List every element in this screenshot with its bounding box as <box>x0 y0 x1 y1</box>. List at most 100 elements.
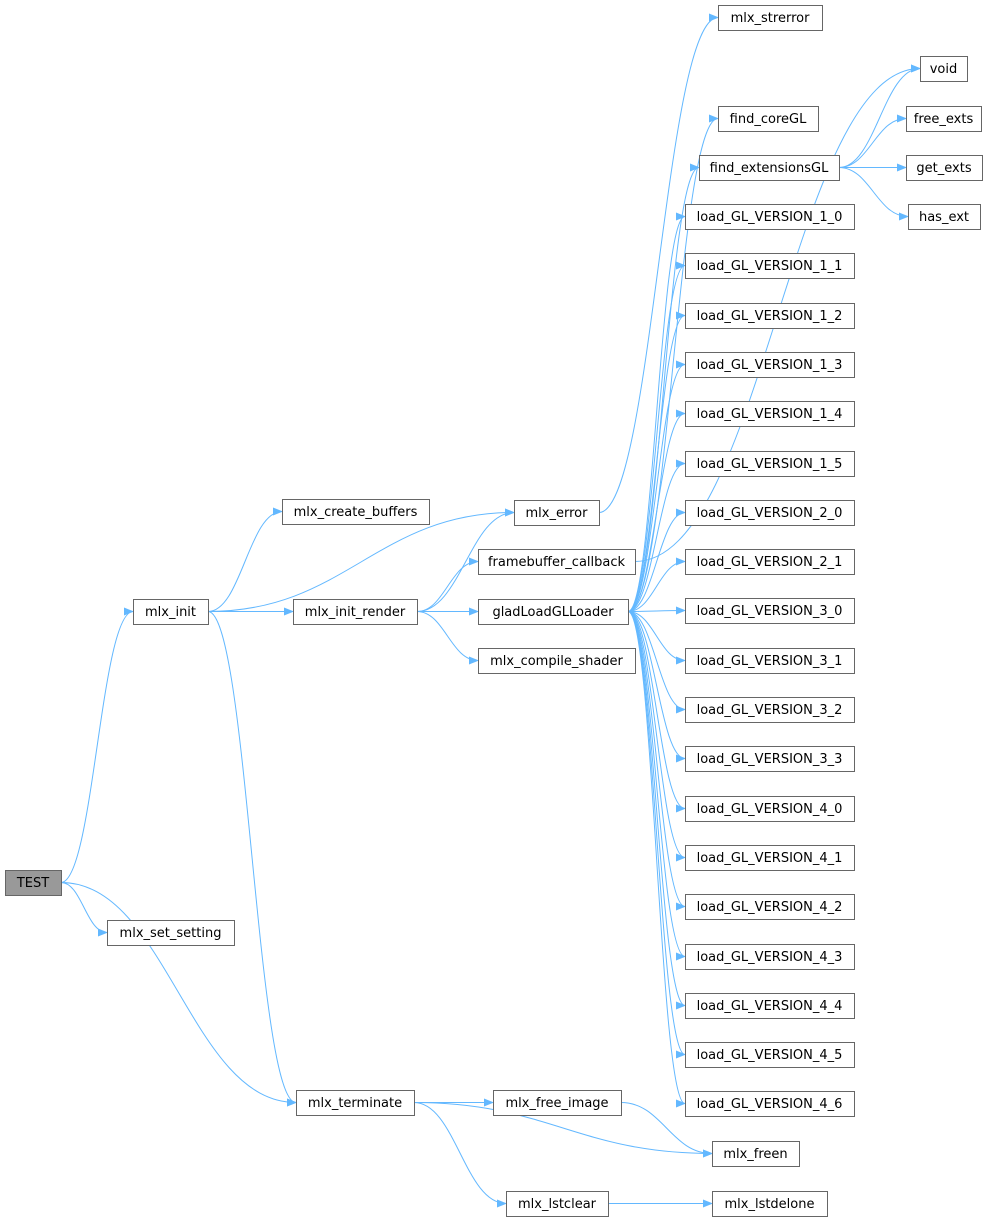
node-load-gl-version-4-4[interactable]: load_GL_VERSION_4_4 <box>685 993 855 1019</box>
node-label: find_extensionsGL <box>710 161 829 176</box>
node-load-gl-version-3-2[interactable]: load_GL_VERSION_3_2 <box>685 697 855 723</box>
node-load-gl-version-4-6[interactable]: load_GL_VERSION_4_6 <box>685 1091 855 1117</box>
node-label: load_GL_VERSION_1_0 <box>697 210 843 225</box>
node-box <box>293 599 418 625</box>
node-mlx-terminate[interactable]: mlx_terminate <box>296 1090 415 1116</box>
node-has-ext[interactable]: has_ext <box>908 204 981 230</box>
node-box <box>685 451 855 477</box>
node-box <box>906 106 982 132</box>
node-load-gl-version-4-1[interactable]: load_GL_VERSION_4_1 <box>685 845 855 871</box>
node-box <box>296 1090 415 1116</box>
node-label: mlx_create_buffers <box>294 505 418 520</box>
node-load-gl-version-2-1[interactable]: load_GL_VERSION_2_1 <box>685 549 855 575</box>
node-label: load_GL_VERSION_3_0 <box>697 604 843 619</box>
node-void[interactable]: void <box>920 56 968 82</box>
edge-mlx-init-render-to-mlx-compile-shader <box>416 611 479 665</box>
node-label: load_GL_VERSION_4_3 <box>697 950 843 965</box>
node-gladloadglloader[interactable]: gladLoadGLLoader <box>478 599 629 625</box>
node-label: mlx_lstclear <box>518 1197 597 1212</box>
node-free-exts[interactable]: free_exts <box>906 106 982 132</box>
node-load-gl-version-3-1[interactable]: load_GL_VERSION_3_1 <box>685 648 855 674</box>
edge-gladloadglloader-to-v2-1 <box>627 557 686 612</box>
node-label: mlx_set_setting <box>120 926 222 941</box>
node-label: mlx_lstdelone <box>724 1197 814 1212</box>
node-label: load_GL_VERSION_1_4 <box>697 407 843 422</box>
node-box <box>718 5 823 31</box>
node-box <box>685 796 855 822</box>
node-test[interactable]: TEST <box>5 870 62 896</box>
node-load-gl-version-4-3[interactable]: load_GL_VERSION_4_3 <box>685 944 855 970</box>
node-mlx-error[interactable]: mlx_error <box>514 500 600 526</box>
node-label: load_GL_VERSION_1_3 <box>697 358 843 373</box>
node-find-coregl[interactable]: find_coreGL <box>718 106 819 132</box>
edge-gladloadglloader-to-v4-5 <box>627 611 686 1059</box>
node-box <box>685 204 855 230</box>
node-load-gl-version-1-2[interactable]: load_GL_VERSION_1_2 <box>685 303 855 329</box>
node-label: TEST <box>16 876 49 891</box>
node-mlx-freen[interactable]: mlx_freen <box>712 1141 800 1167</box>
node-label: load_GL_VERSION_3_3 <box>697 752 843 767</box>
node-load-gl-version-3-3[interactable]: load_GL_VERSION_3_3 <box>685 746 855 772</box>
node-mlx-strerror[interactable]: mlx_strerror <box>718 5 823 31</box>
node-box <box>478 599 629 625</box>
node-mlx-set-setting[interactable]: mlx_set_setting <box>107 920 235 946</box>
node-label: load_GL_VERSION_2_1 <box>697 555 843 570</box>
node-label: load_GL_VERSION_3_2 <box>697 703 843 718</box>
node-box <box>133 599 209 625</box>
node-box <box>685 894 855 920</box>
node-mlx-lstdelone[interactable]: mlx_lstdelone <box>712 1191 828 1217</box>
node-box <box>712 1191 828 1217</box>
node-load-gl-version-3-0[interactable]: load_GL_VERSION_3_0 <box>685 598 855 624</box>
node-load-gl-version-1-4[interactable]: load_GL_VERSION_1_4 <box>685 401 855 427</box>
node-label: has_ext <box>919 210 969 225</box>
node-box <box>920 56 968 82</box>
node-find-extensionsgl[interactable]: find_extensionsGL <box>699 155 840 181</box>
node-box <box>107 920 235 946</box>
edge-gladloadglloader-to-v4-1 <box>627 611 686 862</box>
node-mlx-compile-shader[interactable]: mlx_compile_shader <box>478 648 636 674</box>
edge-mlx-init-render-to-mlx-error <box>416 508 515 612</box>
node-box <box>478 549 636 575</box>
node-box <box>685 1042 855 1068</box>
edge-gladloadglloader-to-v1-1 <box>627 261 686 612</box>
node-label: load_GL_VERSION_1_1 <box>697 259 843 274</box>
node-label: find_coreGL <box>730 112 807 127</box>
node-load-gl-version-4-0[interactable]: load_GL_VERSION_4_0 <box>685 796 855 822</box>
node-load-gl-version-4-5[interactable]: load_GL_VERSION_4_5 <box>685 1042 855 1068</box>
node-box <box>685 401 855 427</box>
edge-find-extensionsgl-to-void <box>838 64 921 168</box>
node-load-gl-version-1-0[interactable]: load_GL_VERSION_1_0 <box>685 204 855 230</box>
node-get-exts[interactable]: get_exts <box>906 155 983 181</box>
edge-mlx-terminate-to-mlx-lstclear <box>413 1102 507 1208</box>
node-load-gl-version-4-2[interactable]: load_GL_VERSION_4_2 <box>685 894 855 920</box>
node-box <box>685 993 855 1019</box>
node-label: load_GL_VERSION_4_1 <box>697 851 843 866</box>
node-box <box>906 155 983 181</box>
node-load-gl-version-1-5[interactable]: load_GL_VERSION_1_5 <box>685 451 855 477</box>
node-mlx-lstclear[interactable]: mlx_lstclear <box>506 1191 609 1217</box>
node-box <box>685 944 855 970</box>
edge-test-to-mlx-init <box>60 607 134 883</box>
node-mlx-init[interactable]: mlx_init <box>133 599 209 625</box>
node-label: mlx_strerror <box>731 11 811 26</box>
nodes-layer: TEST mlx_init mlx_set_setting mlx_terminate… <box>5 5 983 1217</box>
node-label: load_GL_VERSION_4_5 <box>697 1048 843 1063</box>
node-mlx-free-image[interactable]: mlx_free_image <box>493 1090 622 1116</box>
node-framebuffer-callback[interactable]: framebuffer_callback <box>478 549 636 575</box>
node-box <box>718 106 819 132</box>
node-load-gl-version-2-0[interactable]: load_GL_VERSION_2_0 <box>685 500 855 526</box>
edge-test-to-mlx-terminate <box>60 882 297 1107</box>
node-box <box>685 1091 855 1117</box>
node-load-gl-version-1-1[interactable]: load_GL_VERSION_1_1 <box>685 253 855 279</box>
node-label: gladLoadGLLoader <box>492 605 614 620</box>
node-box <box>514 500 600 526</box>
edge-find-extensionsgl-to-free-exts <box>838 114 907 168</box>
node-load-gl-version-1-3[interactable]: load_GL_VERSION_1_3 <box>685 352 855 378</box>
edge-gladloadglloader-to-v4-0 <box>627 611 686 813</box>
edge-mlx-init-to-mlx-terminate <box>207 611 297 1107</box>
node-label: load_GL_VERSION_1_5 <box>697 457 843 472</box>
node-mlx-create-buffers[interactable]: mlx_create_buffers <box>282 499 430 525</box>
edge-gladloadglloader-to-v4-4 <box>627 611 686 1010</box>
node-mlx-init-render[interactable]: mlx_init_render <box>293 599 418 625</box>
